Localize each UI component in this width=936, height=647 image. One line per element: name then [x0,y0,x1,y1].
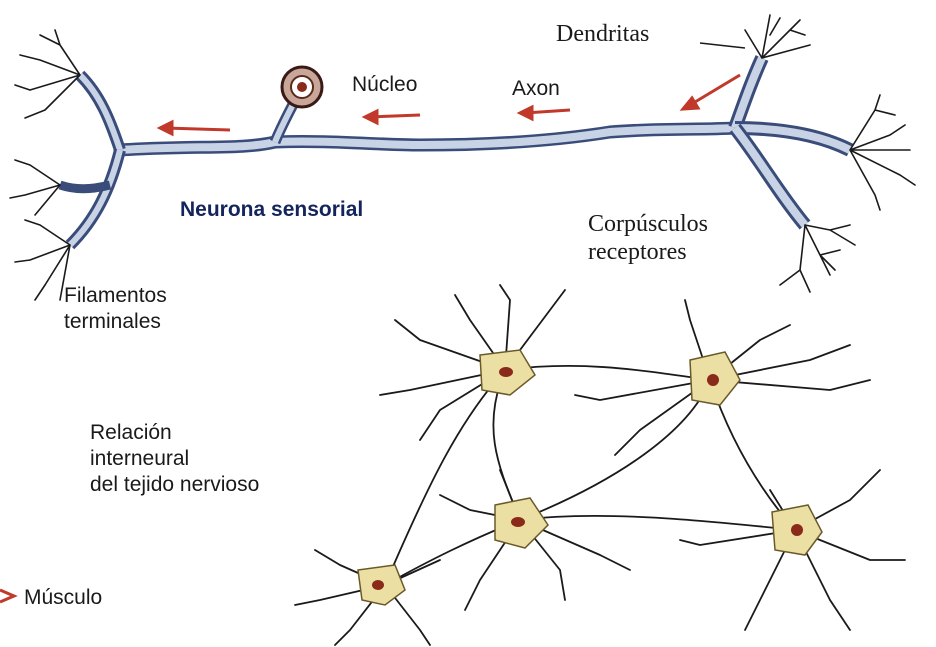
receptor-fibrils [745,15,915,292]
interneuron-nuclei [372,367,803,590]
label-neurona-sensorial: Neurona sensorial [180,198,363,222]
terminal-branch-lower [70,150,120,245]
interneuron-somas [358,350,822,605]
label-relacion: Relación interneural del tejido nervioso [90,420,259,498]
label-axon: Axon [512,76,560,102]
label-filamentos: Filamentos terminales [64,283,167,335]
terminal-branch-mid [60,185,110,189]
dendritas-leader [700,43,745,48]
label-corpusculos: Corpúsculos receptores [588,210,708,266]
label-dendritas: Dendritas [556,20,649,48]
label-nucleo: Núcleo [352,72,417,98]
terminal-filaments [10,30,80,300]
muscle-arrow [0,590,14,602]
sensory-neuron [60,58,850,245]
label-musculo: Músculo [24,585,102,611]
sensory-soma [282,67,322,107]
